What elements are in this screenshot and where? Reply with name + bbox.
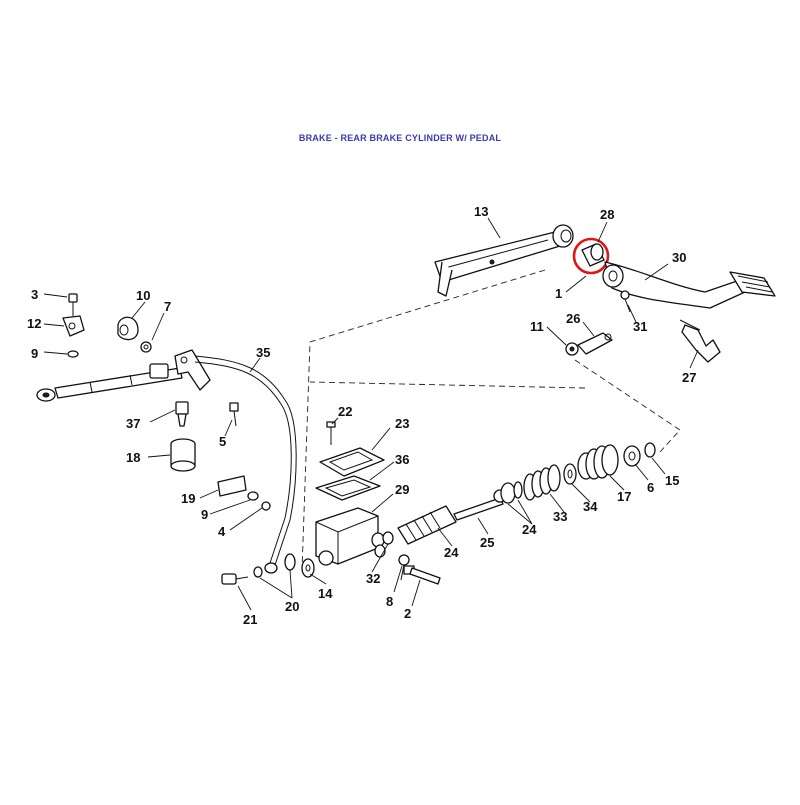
gasket-36 bbox=[315, 475, 381, 501]
callout-24b: 24 bbox=[444, 545, 459, 560]
spring-33 bbox=[523, 464, 561, 501]
callout-33: 33 bbox=[553, 509, 567, 524]
callout-8: 8 bbox=[386, 594, 393, 609]
callout-labels: 13 28 30 1 11 26 31 27 3 10 7 12 9 35 37… bbox=[27, 204, 696, 627]
callout-18: 18 bbox=[126, 450, 140, 465]
washer-7 bbox=[140, 341, 152, 353]
retainers-24 bbox=[500, 481, 523, 504]
screw-5 bbox=[229, 402, 239, 427]
callout-3: 3 bbox=[31, 287, 38, 302]
o-rings-32 bbox=[374, 531, 394, 558]
screw-22 bbox=[326, 421, 336, 445]
clip-19 bbox=[217, 475, 247, 497]
callout-6: 6 bbox=[647, 480, 654, 495]
bracket bbox=[174, 349, 211, 391]
callout-21: 21 bbox=[243, 612, 257, 627]
callout-9b: 9 bbox=[201, 507, 208, 522]
washers-20 bbox=[253, 553, 296, 578]
callout-29: 29 bbox=[395, 482, 409, 497]
callout-24a: 24 bbox=[522, 522, 537, 537]
callout-20: 20 bbox=[285, 599, 299, 614]
callout-7: 7 bbox=[164, 299, 171, 314]
washer-34 bbox=[563, 463, 577, 485]
callout-31: 31 bbox=[633, 319, 647, 334]
callout-34: 34 bbox=[583, 499, 598, 514]
callout-5: 5 bbox=[219, 434, 226, 449]
callout-23: 23 bbox=[395, 416, 409, 431]
callout-4: 4 bbox=[218, 524, 226, 539]
pedal-arm-30 bbox=[602, 261, 776, 309]
clevis-27 bbox=[679, 319, 721, 363]
callout-28: 28 bbox=[600, 207, 614, 222]
piston-24 bbox=[397, 505, 457, 545]
callout-14: 14 bbox=[318, 586, 333, 601]
cover-23 bbox=[319, 447, 385, 477]
washer-14 bbox=[301, 558, 315, 578]
callout-27: 27 bbox=[682, 370, 696, 385]
screw-4 bbox=[261, 501, 271, 511]
diagram-title: BRAKE - REAR BRAKE CYLINDER W/ PEDAL bbox=[298, 133, 502, 143]
callout-9a: 9 bbox=[31, 346, 38, 361]
bushing-28 bbox=[581, 243, 605, 267]
callout-35: 35 bbox=[256, 345, 270, 360]
boot-17 bbox=[577, 444, 619, 480]
callout-17: 17 bbox=[617, 489, 631, 504]
callout-12: 12 bbox=[27, 316, 41, 331]
bolt-2 bbox=[403, 565, 441, 585]
callout-25: 25 bbox=[480, 535, 494, 550]
callout-11: 11 bbox=[530, 319, 544, 334]
clamp-12 bbox=[62, 315, 85, 337]
callout-1: 1 bbox=[555, 286, 562, 301]
callout-19: 19 bbox=[181, 491, 195, 506]
callout-2: 2 bbox=[404, 606, 411, 621]
ring-15 bbox=[644, 442, 656, 458]
nut-11 bbox=[565, 342, 579, 356]
grommet-10 bbox=[117, 316, 139, 341]
highlight-circle bbox=[572, 237, 610, 275]
link-26 bbox=[577, 332, 613, 355]
pin-31 bbox=[620, 290, 631, 313]
callout-22: 22 bbox=[338, 404, 352, 419]
cylinder-body-29 bbox=[315, 507, 385, 566]
callout-13: 13 bbox=[474, 204, 488, 219]
washer-9a bbox=[67, 350, 79, 358]
callout-26: 26 bbox=[566, 311, 580, 326]
callout-32: 32 bbox=[366, 571, 380, 586]
callout-10: 10 bbox=[136, 288, 150, 303]
brake-line-35 bbox=[194, 355, 297, 574]
pedal-lever-13 bbox=[434, 224, 574, 297]
assembly-guide-lines bbox=[301, 269, 681, 571]
banjo-bolt-21 bbox=[221, 573, 249, 585]
screw-3 bbox=[68, 293, 78, 316]
washer-9b bbox=[247, 491, 259, 501]
callout-15: 15 bbox=[665, 473, 679, 488]
washer-6 bbox=[623, 445, 641, 467]
cap-18 bbox=[170, 438, 196, 472]
switch-37 bbox=[175, 401, 189, 427]
brake-hose bbox=[36, 363, 183, 402]
callout-37: 37 bbox=[126, 416, 140, 431]
bolt-8 bbox=[398, 554, 410, 581]
callout-30: 30 bbox=[672, 250, 686, 265]
pushrod-25 bbox=[453, 489, 507, 521]
callout-36: 36 bbox=[395, 452, 409, 467]
leader-lines bbox=[43, 217, 699, 611]
